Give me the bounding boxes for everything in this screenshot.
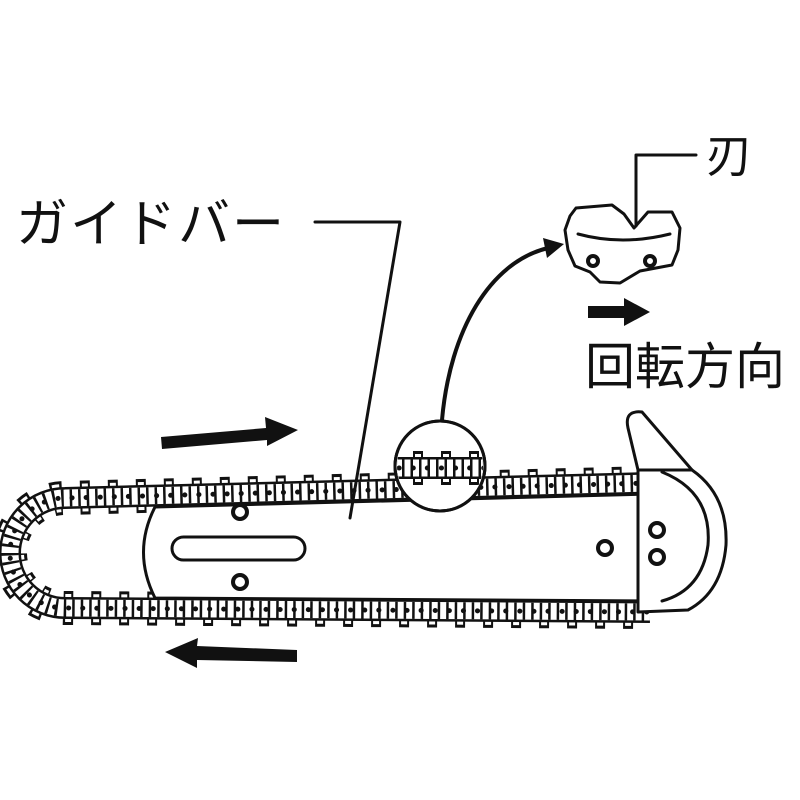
cutter-tooth-body [563, 203, 682, 285]
cutter-tooth-inner-line [576, 232, 672, 242]
rotation-arrow-icon [588, 298, 650, 326]
zoom-circle-border [393, 419, 487, 513]
arrow-left-icon [165, 638, 297, 668]
sprocket-cover-body [625, 410, 728, 614]
saw-chain [0, 466, 653, 629]
guide-bar-leader-line [313, 220, 402, 520]
guide-bar [142, 492, 652, 603]
cutter-tooth-rivet-right [643, 254, 657, 268]
zoom-circle [393, 419, 487, 513]
curved-arrow-head [543, 238, 564, 258]
sprocket-cover [625, 410, 728, 614]
sprocket-cover-hole-top [648, 521, 666, 539]
chain-rivets [7, 480, 653, 615]
curved-arrow-icon [440, 238, 564, 422]
guide-bar-hole-bottom [231, 573, 249, 591]
blade-label: 刃 [706, 129, 752, 183]
guide-bar-body [142, 492, 652, 603]
blade-leader-line [634, 153, 698, 228]
guide-bar-label: ガイドバー [16, 195, 286, 255]
sprocket-cover-hole-bottom [648, 548, 666, 566]
guide-bar-slot [170, 535, 307, 562]
cutter-tooth [563, 203, 682, 285]
curved-arrow-shaft [440, 246, 550, 422]
sprocket-cover-inner-arc [660, 470, 710, 603]
guide-bar-hole-right [596, 539, 614, 557]
rotation-direction-label: 回転方向 [585, 338, 785, 396]
cutter-tooth-rivet-left [586, 254, 600, 268]
guide-bar-hole-top [231, 503, 249, 521]
arrow-right-icon [161, 417, 298, 449]
